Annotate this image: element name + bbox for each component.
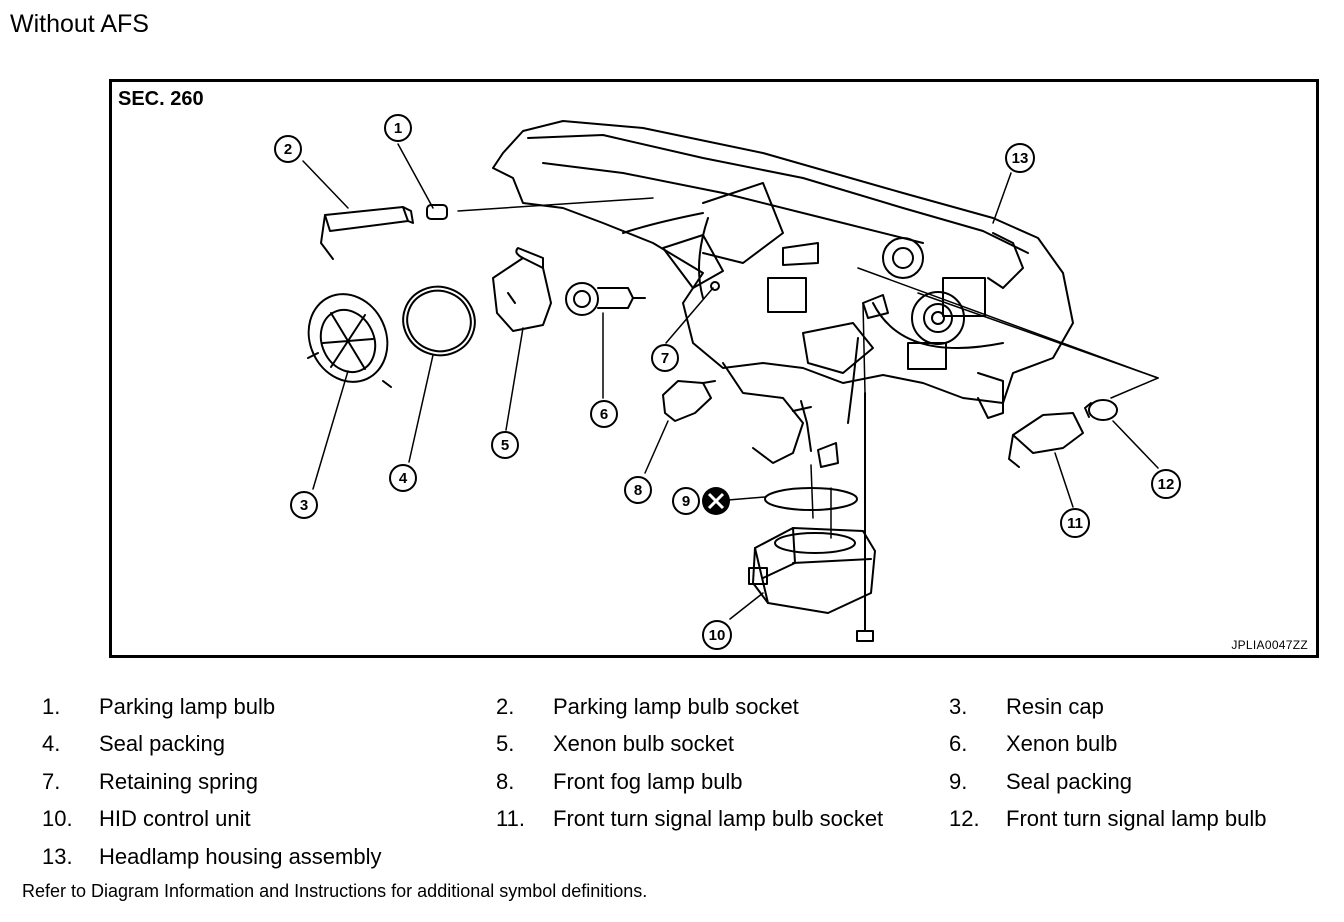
callout-13: 13 bbox=[1005, 143, 1035, 173]
svg-text:11: 11 bbox=[1067, 515, 1083, 532]
exploded-diagram: SEC. 260 JPLIA0047ZZ bbox=[109, 79, 1319, 658]
svg-text:4: 4 bbox=[399, 470, 408, 487]
headlamp-housing bbox=[492, 120, 1074, 464]
section-label: SEC. 260 bbox=[118, 88, 204, 110]
parking-lamp-bulb-socket bbox=[320, 206, 414, 260]
seal-packing-ring bbox=[402, 285, 476, 357]
leader-lines bbox=[302, 143, 1159, 620]
svg-text:10: 10 bbox=[709, 627, 726, 644]
callout-6: 6 bbox=[590, 400, 618, 428]
svg-text:9: 9 bbox=[682, 493, 690, 510]
front-fog-lamp-bulb bbox=[662, 380, 716, 422]
page-title: Without AFS bbox=[10, 10, 149, 38]
svg-text:7: 7 bbox=[661, 350, 669, 367]
svg-text:6: 6 bbox=[600, 406, 608, 423]
callout-8: 8 bbox=[624, 476, 652, 504]
callout-10: 10 bbox=[702, 620, 732, 650]
callout-4: 4 bbox=[389, 464, 417, 492]
bolt bbox=[856, 392, 874, 642]
hid-control-unit bbox=[748, 400, 876, 614]
callout-12: 12 bbox=[1151, 469, 1181, 499]
svg-text:13: 13 bbox=[1012, 150, 1029, 167]
callout-11: 11 bbox=[1060, 508, 1090, 538]
callout-1: 1 bbox=[384, 114, 412, 142]
callout-5: 5 bbox=[491, 431, 519, 459]
callout-2: 2 bbox=[274, 135, 302, 163]
diagram-drawing: 1 2 3 4 5 6 7 bbox=[274, 114, 1181, 650]
front-turn-signal-bulb bbox=[1084, 399, 1118, 421]
callouts: 1 2 3 4 5 6 7 bbox=[274, 114, 1181, 650]
parts-legend: 1.Parking lamp bulb 2.Parking lamp bulb … bbox=[42, 694, 1267, 869]
svg-text:5: 5 bbox=[501, 437, 509, 454]
parking-lamp-bulb bbox=[426, 204, 448, 220]
svg-text:2: 2 bbox=[284, 141, 292, 158]
callout-3: 3 bbox=[290, 491, 318, 519]
seal-packing-ring-small bbox=[764, 487, 858, 511]
front-turn-signal-socket bbox=[1008, 412, 1084, 468]
svg-text:12: 12 bbox=[1158, 476, 1175, 493]
footnote: Refer to Diagram Information and Instruc… bbox=[22, 881, 648, 901]
xenon-bulb-socket bbox=[492, 247, 552, 332]
do-not-reuse-icon bbox=[702, 487, 730, 515]
svg-text:1: 1 bbox=[394, 120, 402, 137]
xenon-bulb bbox=[565, 282, 646, 316]
svg-text:8: 8 bbox=[634, 482, 642, 499]
callout-7: 7 bbox=[651, 344, 679, 372]
callout-9: 9 bbox=[672, 487, 700, 515]
figure-code: JPLIA0047ZZ bbox=[1231, 638, 1308, 652]
svg-text:3: 3 bbox=[300, 497, 308, 514]
resin-cap bbox=[307, 293, 392, 388]
retaining-spring bbox=[662, 234, 724, 291]
